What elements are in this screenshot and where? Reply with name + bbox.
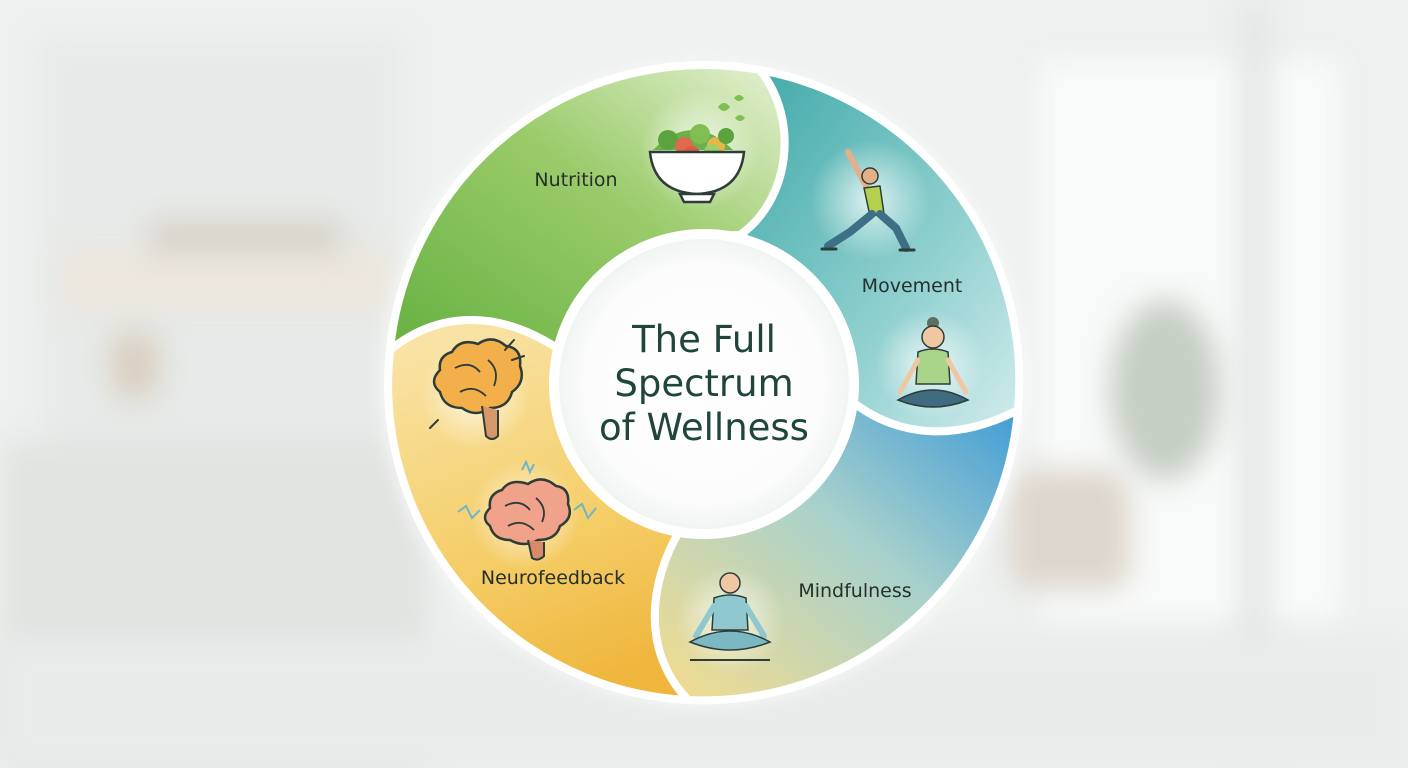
meditation-icon (688, 572, 772, 661)
label-mindfulness: Mindfulness (798, 580, 912, 602)
meditation-figure-icon (896, 317, 970, 408)
brain-icon (429, 338, 525, 440)
label-nutrition: Nutrition (534, 169, 618, 191)
title-line-3: of Wellness (599, 406, 809, 449)
neurofeedback-brain-icon (457, 459, 597, 561)
center-hub (549, 229, 859, 539)
diagram-title: The Full Spectrum of Wellness (599, 318, 809, 450)
yoga-pose-icon (820, 149, 916, 252)
title-line-1: The Full (632, 318, 776, 361)
label-neurofeedback: Neurofeedback (480, 567, 626, 589)
salad-bowl-icon (648, 95, 746, 204)
title-line-2: Spectrum (614, 362, 794, 405)
label-movement: Movement (861, 275, 963, 297)
